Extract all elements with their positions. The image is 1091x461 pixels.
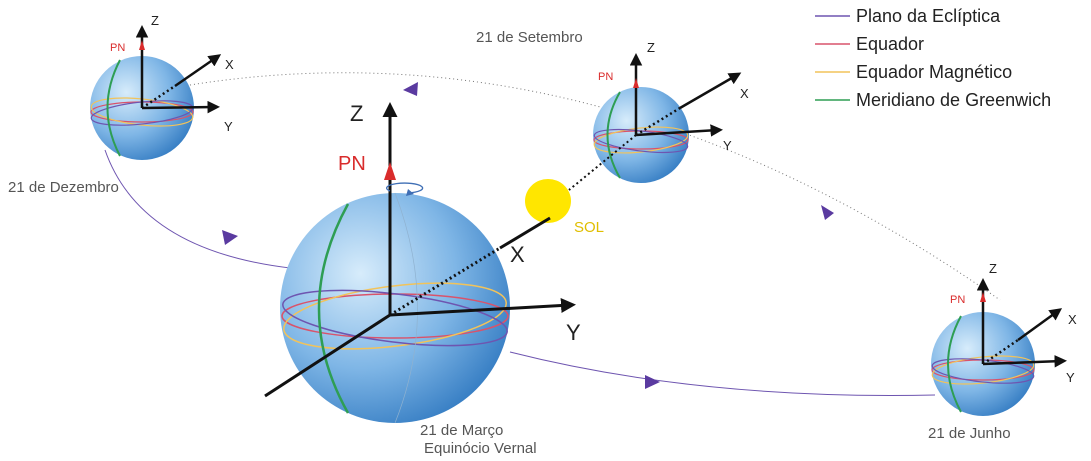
z-label: Z [989,261,997,276]
legend-item-greenwich: Meridiano de Greenwich [815,90,1051,110]
legend-label: Meridiano de Greenwich [856,90,1051,110]
subtitle-label: Equinócio Vernal [424,440,537,457]
legend-item-equator: Equador [815,34,924,54]
y-label: Y [566,320,581,345]
x-label: X [740,86,749,101]
legend-label: Equador Magnético [856,62,1012,82]
earth-march: PN Z X Y 21 de Março Equinócio Vernal [264,101,581,457]
orbit-path [104,72,1001,396]
date-label: 21 de Dezembro [8,179,119,196]
orbit-arrow-3 [645,375,660,389]
orbit-arrow-1 [403,82,418,96]
x-label: X [1068,312,1077,327]
earth-september: PN Z X Y 21 de Setembro [476,29,749,191]
date-label: 21 de Setembro [476,29,583,46]
north-pole-arrow-icon [633,78,639,88]
x-axis-dotted [389,246,501,317]
legend-label: Plano da Eclíptica [856,6,1001,26]
z-label: Z [350,101,363,126]
north-pole-arrow-icon [384,162,396,180]
orbit-arrow-2 [222,230,238,245]
x-label: X [510,242,525,267]
pole-label: PN [598,71,613,83]
rotation-arrow-icon [386,182,424,194]
earth-june: PN Z X Y 21 de Junho [928,261,1077,442]
north-pole-arrow-icon [139,40,145,50]
orbit-arrow-4 [821,205,834,220]
north-pole-arrow-icon [980,292,986,302]
legend-item-ecliptic: Plano da Eclíptica [815,6,1001,26]
sun-label: SOL [574,219,604,236]
y-label: Y [224,119,233,134]
date-label: 21 de Março [420,422,503,439]
x-axis-back [264,313,391,398]
y-axis [389,298,576,317]
pole-label: PN [950,294,965,306]
legend-item-magnetic-equator: Equador Magnético [815,62,1012,82]
sun: SOL [525,179,604,236]
legend-label: Equador [856,34,924,54]
earth-december: PN Z X Y 21 de Dezembro [8,13,234,196]
x-axis [499,216,551,250]
pole-label: PN [338,153,366,175]
date-label: 21 de Junho [928,425,1011,442]
z-label: Z [151,13,159,28]
pole-label: PN [110,42,125,54]
ecliptic-line [282,289,508,347]
earth-sphere [280,193,510,423]
greenwich-meridian [317,203,350,414]
x-label: X [225,57,234,72]
y-label: Y [1066,370,1075,385]
legend: Plano da Eclíptica Equador Equador Magné… [815,6,1051,110]
z-label: Z [647,40,655,55]
y-label: Y [723,138,732,153]
